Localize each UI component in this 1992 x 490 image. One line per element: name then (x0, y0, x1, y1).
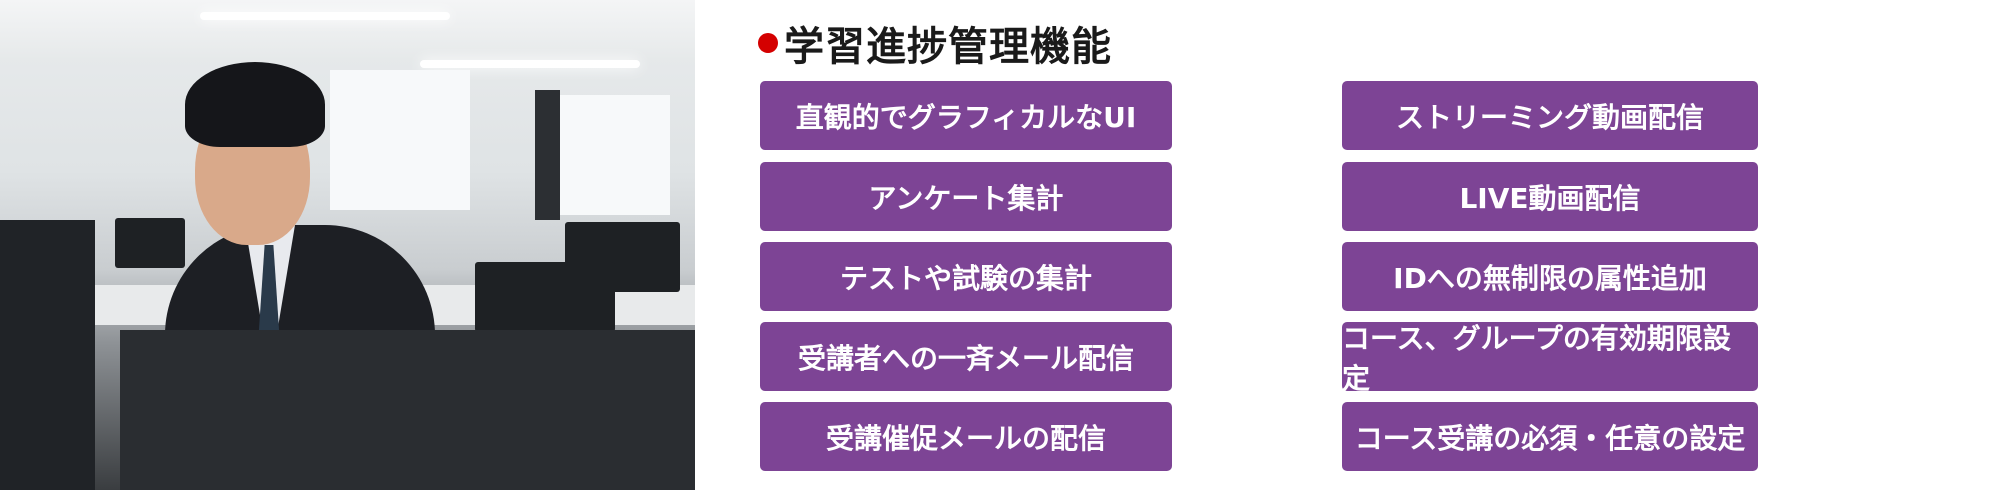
feature-button[interactable]: 直観的でグラフィカルなUI (760, 81, 1172, 150)
section-title-text: 学習進捗管理機能 (784, 24, 1112, 70)
feature-button[interactable]: テストや試験の集計 (760, 242, 1172, 311)
ceiling (0, 0, 695, 60)
section-title: 学習進捗管理機能 (758, 14, 1112, 72)
feature-button[interactable]: IDへの無制限の属性追加 (1342, 242, 1758, 311)
feature-button[interactable]: LIVE動画配信 (1342, 162, 1758, 231)
ceiling-light (420, 60, 640, 68)
window (330, 70, 470, 210)
background-monitor (115, 218, 185, 268)
person-tie (258, 245, 280, 355)
office-chair (475, 262, 615, 332)
office-worker-photo (0, 0, 695, 490)
pillar (535, 90, 560, 220)
foreground-monitor-left (0, 220, 95, 490)
feature-button[interactable]: 受講者への一斉メール配信 (760, 322, 1172, 391)
feature-button[interactable]: ストリーミング動画配信 (1342, 81, 1758, 150)
feature-button[interactable]: コース、グループの有効期限設定 (1342, 322, 1758, 395)
window (560, 95, 670, 215)
person-hair (185, 62, 325, 147)
ceiling-light (200, 12, 450, 20)
foreground-monitor (120, 330, 695, 490)
feature-button[interactable]: 受講催促メールの配信 (760, 402, 1172, 471)
feature-button[interactable]: アンケート集計 (760, 162, 1172, 231)
bullet-dot-icon (758, 33, 778, 53)
feature-button[interactable]: コース受講の必須・任意の設定 (1342, 402, 1758, 471)
